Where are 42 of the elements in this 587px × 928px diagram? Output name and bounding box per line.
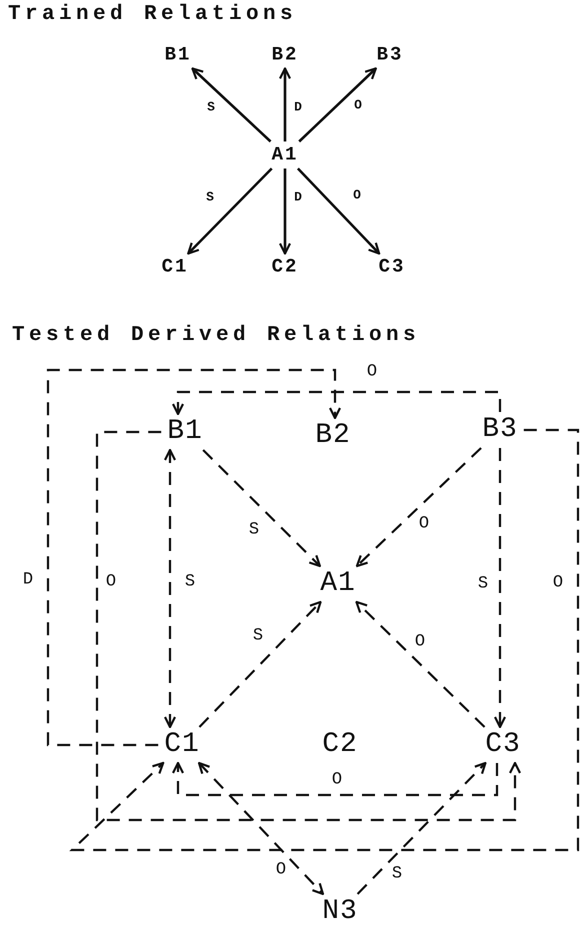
- node-label: A1: [268, 144, 302, 166]
- node-label: B2: [268, 44, 302, 66]
- node-label: C1: [158, 256, 192, 278]
- arrow: [356, 447, 482, 568]
- edge-label: D: [293, 190, 303, 204]
- arrow: [298, 67, 377, 142]
- section-heading: Trained Relations: [8, 4, 298, 25]
- node-label: C1: [161, 730, 203, 760]
- arrow: [198, 762, 324, 896]
- edge-label: D: [293, 100, 303, 114]
- node-label: N3: [319, 897, 361, 927]
- arrow: [172, 762, 498, 796]
- node-label: B3: [374, 44, 406, 66]
- node-label: C2: [268, 256, 302, 278]
- section-heading: Tested Derived Relations: [12, 325, 420, 346]
- arrow: [278, 168, 292, 255]
- arrow: [202, 449, 321, 568]
- arrow: [198, 600, 322, 728]
- node-label: B3: [479, 415, 521, 445]
- edge-label: S: [205, 190, 215, 204]
- node-label: A1: [317, 569, 359, 599]
- arrow: [96, 430, 522, 822]
- arrow: [172, 390, 502, 416]
- arrow: [494, 448, 506, 728]
- node-label: C2: [319, 730, 361, 760]
- arrow: [191, 67, 272, 142]
- arrow: [46, 368, 342, 746]
- arrow: [278, 67, 292, 142]
- arrow: [296, 168, 380, 255]
- node-label: B1: [164, 417, 206, 447]
- edge-label: S: [206, 100, 216, 114]
- node-label: B2: [312, 421, 354, 451]
- arrow: [164, 448, 176, 728]
- node-label: C3: [482, 730, 524, 760]
- node-label: C3: [376, 256, 408, 278]
- arrow: [187, 168, 273, 255]
- node-label: B1: [162, 44, 194, 66]
- arrow: [356, 762, 487, 895]
- arrow: [69, 428, 580, 852]
- arrow: [355, 600, 486, 728]
- edge-label: O: [353, 98, 363, 112]
- edge-label: O: [352, 188, 362, 202]
